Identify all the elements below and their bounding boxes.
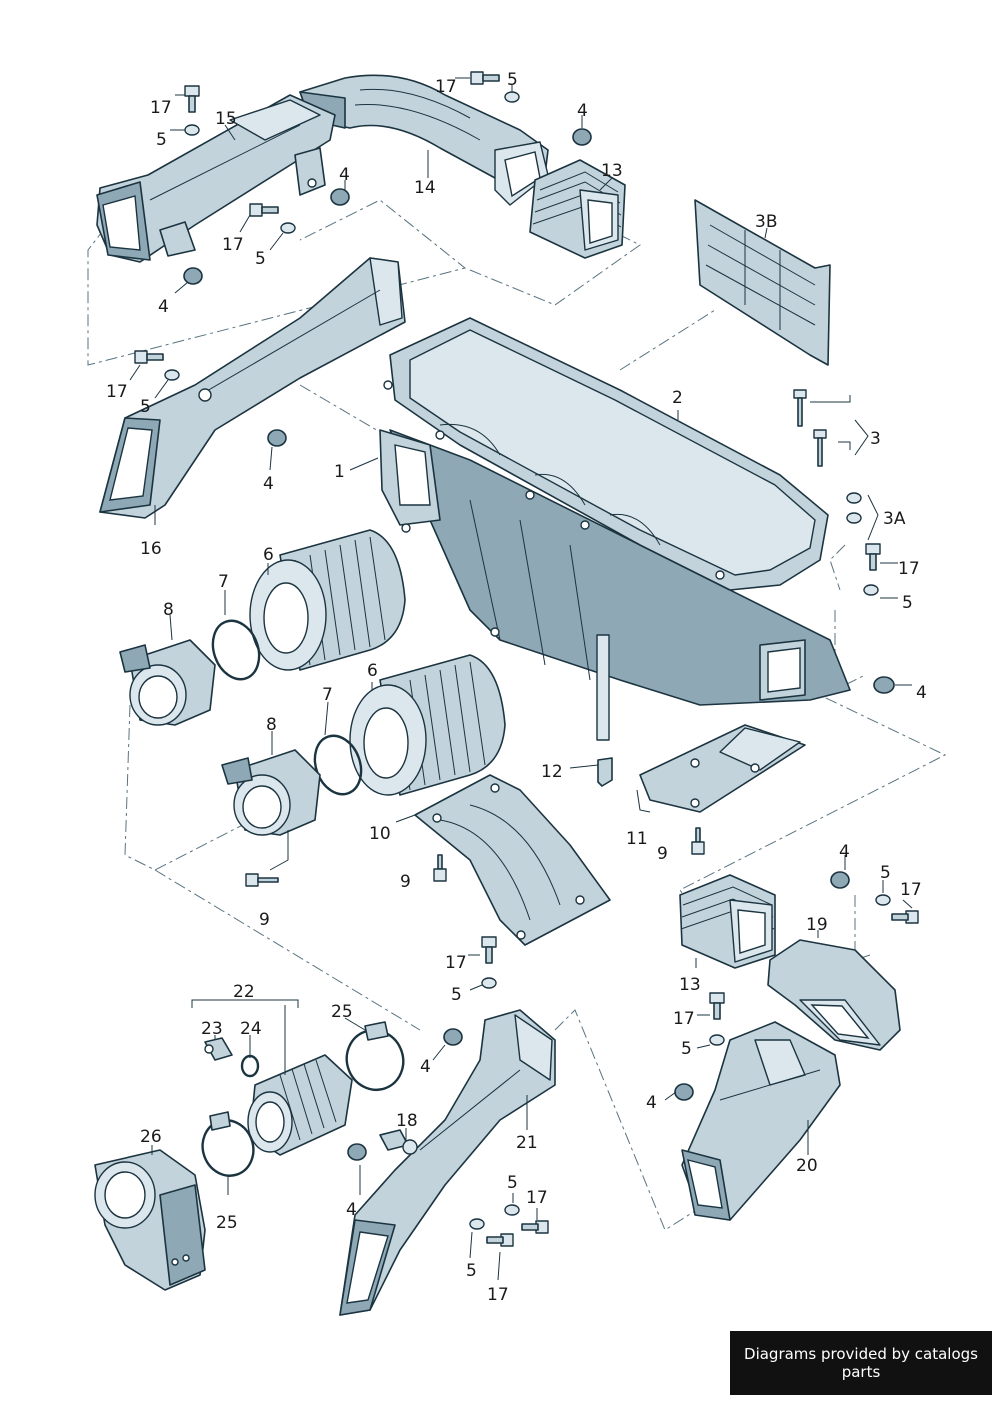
callout-4: 4 — [158, 297, 169, 317]
callout-2: 2 — [672, 388, 683, 408]
part-19-duct — [767, 939, 901, 1051]
callout-4: 4 — [916, 683, 927, 703]
callout-18: 18 — [396, 1111, 418, 1131]
callout-13: 13 — [601, 161, 623, 181]
callout-13: 13 — [679, 975, 701, 995]
part-25-clamp-upper — [345, 1021, 405, 1091]
callout-24: 24 — [240, 1019, 262, 1039]
callout-14: 14 — [414, 178, 436, 198]
callout-15: 15 — [215, 109, 237, 129]
callout-19: 19 — [806, 915, 828, 935]
part-22-hose — [247, 1054, 353, 1156]
callout-7: 7 — [322, 685, 333, 705]
callout-4: 4 — [346, 1200, 357, 1220]
part-16-lower-duct — [99, 257, 406, 519]
callout-17: 17 — [445, 953, 467, 973]
callout-4: 4 — [577, 101, 588, 121]
callout-4: 4 — [646, 1093, 657, 1113]
callout-5: 5 — [507, 1173, 518, 1193]
callout-labels: 17 15 5 17 5 4 13 14 4 17 5 4 17 5 4 16 … — [106, 70, 927, 1305]
part-21-duct — [339, 1009, 556, 1316]
part-8-airflow-sensor-upper — [119, 639, 216, 726]
part-8-airflow-sensor-lower — [221, 749, 321, 836]
callout-5: 5 — [255, 249, 266, 269]
callout-5: 5 — [451, 985, 462, 1005]
callout-10: 10 — [369, 824, 391, 844]
callout-9: 9 — [657, 844, 668, 864]
catalog-credit-banner: Diagrams provided by catalogs parts — [730, 1331, 992, 1395]
callout-17: 17 — [900, 880, 922, 900]
callout-5: 5 — [156, 130, 167, 150]
part-26-throttle-body — [94, 1149, 206, 1291]
callout-3a: 3A — [883, 509, 906, 529]
callout-12: 12 — [541, 762, 563, 782]
leader-lines — [129, 77, 913, 1281]
callout-16: 16 — [140, 539, 162, 559]
callout-9: 9 — [400, 872, 411, 892]
callout-17: 17 — [673, 1009, 695, 1029]
callout-17: 17 — [150, 98, 172, 118]
callout-5: 5 — [466, 1261, 477, 1281]
callout-26: 26 — [140, 1127, 162, 1147]
callout-7: 7 — [218, 572, 229, 592]
part-12-clip — [597, 757, 613, 787]
callout-3: 3 — [870, 429, 881, 449]
part-20-duct — [681, 1021, 841, 1221]
callout-17: 17 — [526, 1188, 548, 1208]
callout-5: 5 — [681, 1039, 692, 1059]
callout-6: 6 — [367, 661, 378, 681]
part-10-heat-shield — [414, 774, 611, 946]
part-3b-panel — [694, 199, 831, 366]
callout-3b: 3B — [755, 212, 777, 232]
part-7-o-ring-upper — [211, 619, 261, 681]
callout-17: 17 — [222, 235, 244, 255]
callout-6: 6 — [263, 545, 274, 565]
callout-5: 5 — [507, 70, 518, 90]
callout-21: 21 — [516, 1133, 538, 1153]
part-18-pin — [379, 1129, 418, 1155]
callout-1: 1 — [334, 462, 345, 482]
part-23-sensor — [204, 1037, 233, 1061]
part-13-bellows-upper — [529, 159, 626, 259]
callout-8: 8 — [163, 600, 174, 620]
callout-22: 22 — [233, 982, 255, 1002]
callout-25: 25 — [216, 1213, 238, 1233]
callout-5: 5 — [902, 593, 913, 613]
part-6-filter-lower — [349, 654, 506, 796]
callout-20: 20 — [796, 1156, 818, 1176]
callout-11: 11 — [626, 829, 648, 849]
callout-17: 17 — [106, 382, 128, 402]
part-6-filter-upper — [249, 529, 406, 671]
part-11-plate — [639, 724, 806, 813]
callout-4: 4 — [839, 842, 850, 862]
callout-17: 17 — [898, 559, 920, 579]
callout-5: 5 — [880, 863, 891, 883]
callout-17: 17 — [487, 1285, 509, 1305]
callout-17: 17 — [435, 77, 457, 97]
part-1-2-filter-housing — [379, 317, 851, 741]
callout-5: 5 — [140, 397, 151, 417]
part-15-intake-duct — [96, 94, 336, 263]
callout-25: 25 — [331, 1002, 353, 1022]
callout-4: 4 — [263, 474, 274, 494]
part-13-bellows-lower — [679, 874, 776, 969]
callout-23: 23 — [201, 1019, 223, 1039]
callout-9: 9 — [259, 910, 270, 930]
part-24-clamp-small — [240, 1054, 260, 1078]
callout-8: 8 — [266, 715, 277, 735]
fasteners — [134, 71, 919, 1247]
callout-4: 4 — [339, 165, 350, 185]
callout-4: 4 — [420, 1057, 431, 1077]
part-25-clamp-lower — [201, 1111, 255, 1177]
